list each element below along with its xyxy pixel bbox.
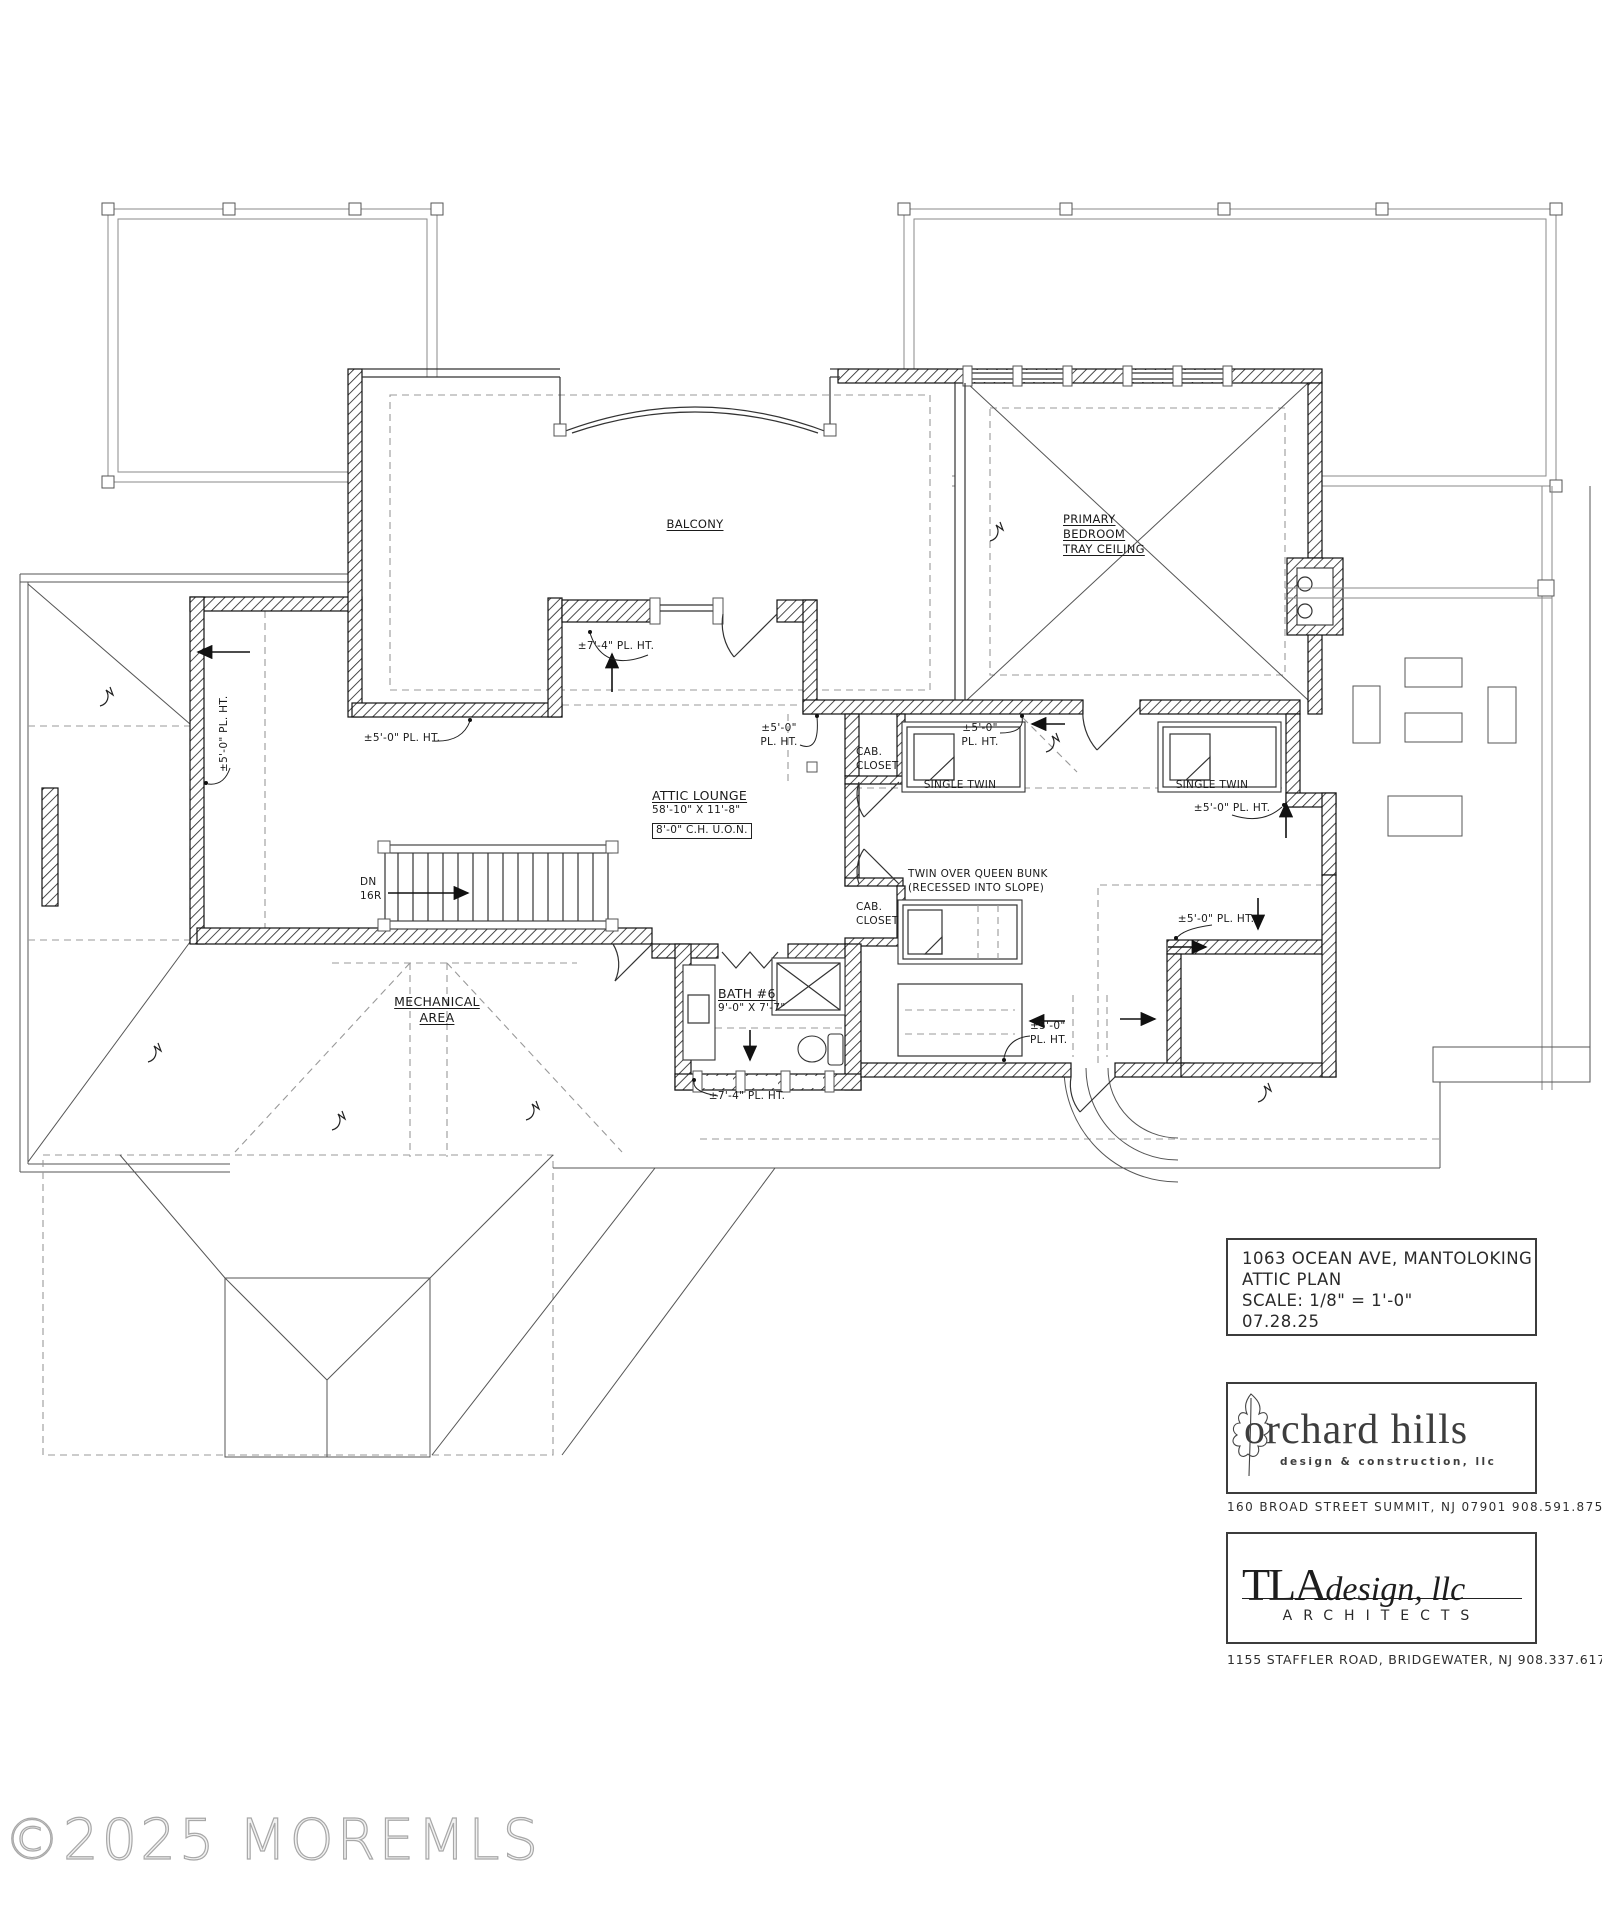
deck-chair xyxy=(1352,685,1381,744)
single-twin-bed-1 xyxy=(901,721,1026,793)
plan-name: ATTIC PLAN xyxy=(1242,1270,1342,1289)
deck-table xyxy=(1387,795,1463,837)
bath-fixtures xyxy=(682,957,846,1066)
roof-deck-right xyxy=(1285,486,1591,1090)
curved-roof-lines xyxy=(1063,1067,1179,1183)
builder-tagline: design & construction, llc xyxy=(1280,1456,1497,1468)
label-attic-lounge: ATTIC LOUNGE 58'-10" X 11'-8" 8'-0" C.H.… xyxy=(652,788,752,839)
label-plate-height-50-left-wall: ±5'-0" PL. HT. xyxy=(218,695,230,772)
single-twin-bed-2 xyxy=(1157,721,1282,793)
plan-date: 07.28.25 xyxy=(1242,1312,1320,1331)
toilet xyxy=(797,1033,844,1066)
label-single-twin-2: SINGLE TWIN xyxy=(1175,779,1249,791)
label-balcony: BALCONY xyxy=(666,517,724,531)
label-plate-height-50-bed2: ±5'-0" PL. HT. xyxy=(1193,802,1271,814)
roof-slope-marks xyxy=(99,521,1273,1131)
label-cab-closet-1: CAB. CLOSET xyxy=(856,746,899,772)
label-bunk: TWIN OVER QUEEN BUNK (RECESSED INTO SLOP… xyxy=(908,868,1048,894)
builder-name: orchard hills xyxy=(1244,1407,1469,1453)
mls-watermark: ©2025 MOREMLS xyxy=(3,1807,542,1873)
label-bath: BATH #6 9'-0" X 7'-7" xyxy=(718,986,786,1015)
shower xyxy=(771,957,846,1016)
stairs xyxy=(377,840,619,932)
architect-subtitle: ARCHITECTS xyxy=(1282,1608,1481,1624)
label-plate-height-50-bed1: ±5'-0" PL. HT. xyxy=(961,722,999,748)
architect-logo-block: TLAdesign, llc ARCHITECTS xyxy=(1226,1532,1537,1644)
tray-ceiling-lines xyxy=(966,382,1309,701)
label-plate-height-50-lounge: ±5'-0" PL. HT. xyxy=(363,732,441,744)
deck-table xyxy=(1404,657,1463,688)
walls xyxy=(189,365,1337,1093)
roof-outline-left xyxy=(19,573,348,1173)
label-primary-bedroom: PRIMARY BEDROOM TRAY CEILING xyxy=(1063,512,1145,556)
leaf-icon xyxy=(1232,1393,1271,1477)
project-address: 1063 OCEAN AVE, MANTOLOKING xyxy=(1242,1249,1533,1268)
label-plate-height-74-bath: ±7'-4" PL. HT. xyxy=(708,1090,786,1102)
title-block: 1063 OCEAN AVE, MANTOLOKING ATTIC PLAN S… xyxy=(1226,1238,1537,1336)
label-stairs-down: DN 16R xyxy=(360,876,382,902)
chimney xyxy=(1286,557,1344,636)
slope-arrows xyxy=(196,644,1294,1062)
deck-table xyxy=(1404,712,1463,743)
plan-scale: SCALE: 1/8" = 1'-0" xyxy=(1242,1291,1413,1310)
label-cab-closet-2: CAB. CLOSET xyxy=(856,901,899,927)
builder-address: 160 BROAD STREET SUMMIT, NJ 07901 908.59… xyxy=(1227,1500,1602,1514)
deck-chair xyxy=(1487,686,1517,744)
builder-logo-block: orchard hills design & construction, llc xyxy=(1226,1382,1537,1494)
label-plate-height-50-right: ±5'-0" PL. HT. xyxy=(1177,913,1255,925)
bunk-bed xyxy=(897,899,1023,1057)
architect-address: 1155 STAFFLER ROAD, BRIDGEWATER, NJ 908.… xyxy=(1227,1652,1602,1667)
roof-outline-lower-left xyxy=(42,1082,1441,1458)
label-plate-height-74-top: ±7'-4" PL. HT. xyxy=(577,640,655,652)
label-mechanical-area: MECHANICAL AREA xyxy=(394,994,480,1026)
doors xyxy=(612,613,1141,1113)
label-single-twin-1: SINGLE TWIN xyxy=(923,779,997,791)
architect-name: TLAdesign, llc xyxy=(1242,1558,1522,1610)
label-leaders xyxy=(204,630,1286,1097)
label-plate-height-50-mid: ±5'-0" PL. HT. xyxy=(760,722,798,748)
label-plate-height-50-hall: ±5'-0" PL. HT. xyxy=(1030,1020,1068,1046)
balcony-floor xyxy=(362,377,952,699)
